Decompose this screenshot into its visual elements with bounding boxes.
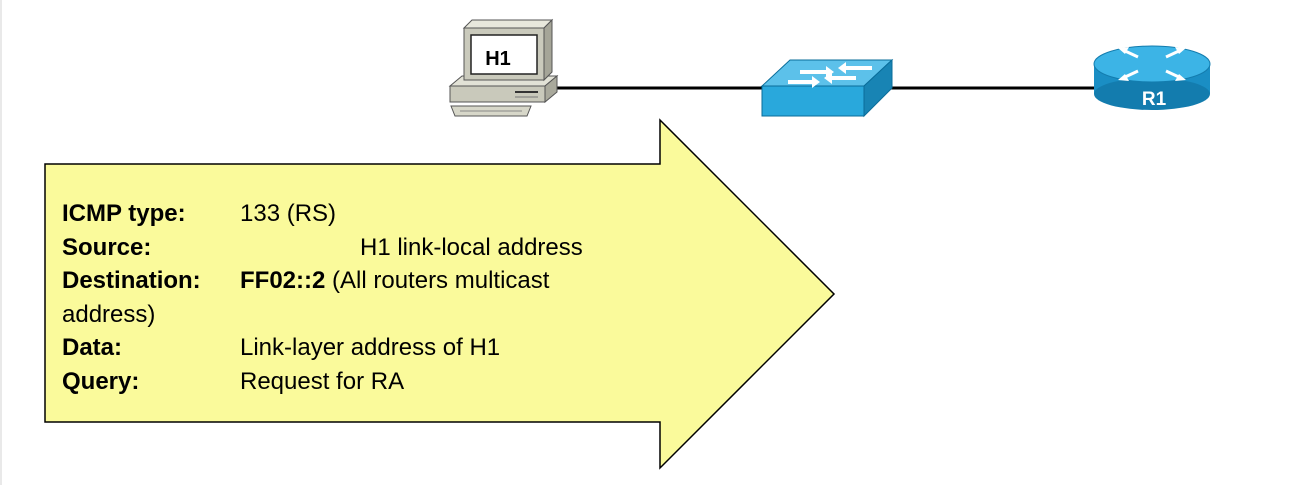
destination-address: FF02::2 [240,267,326,294]
data-value: Link-layer address of H1 [240,334,501,361]
query-row: Query: Request for RA [62,365,622,399]
destination-description-continued: address) [62,300,156,328]
desktop-computer-icon [448,18,559,117]
query-value: Request for RA [240,367,405,395]
source-label: Source: [62,233,152,261]
source-row: Source: H1 link-local address [62,231,622,265]
message-arrow [44,118,836,470]
destination-description: (All routers multicast [325,267,550,294]
icmp-type-row: ICMP type: 133 (RS) [62,197,622,231]
host-label: H1 [485,48,511,70]
query-label: Query: [62,367,140,395]
router-solicitation-details: ICMP type: 133 (RS) Source: H1 link-loca… [62,197,622,398]
destination-label: Destination: [62,267,201,294]
router-icon [1093,45,1211,110]
destination-value: FF02::2 (All routers multicast [240,264,549,298]
router-label: R1 [1142,89,1167,110]
slide-edge [0,0,2,485]
data-label: Data: [62,334,123,361]
icmp-type-label: ICMP type: [62,200,186,227]
network-switch-icon [760,58,894,118]
destination-row: Destination: FF02::2 (All routers multic… [62,264,622,331]
source-value: H1 link-local address [360,233,583,261]
data-row: Data: Link-layer address of H1 [62,331,622,365]
icmp-type-value: 133 (RS) [240,200,337,227]
